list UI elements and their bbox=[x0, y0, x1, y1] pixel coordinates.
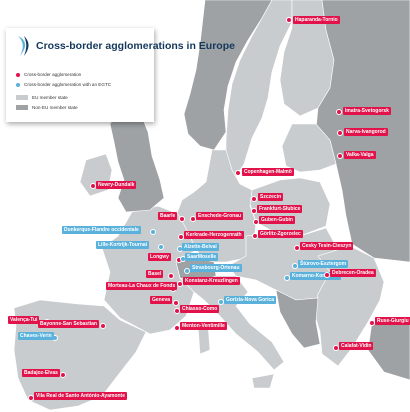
label-longwy[interactable]: Longwy bbox=[148, 253, 171, 261]
pin-badajoz bbox=[60, 372, 66, 378]
label-newry-dundalk[interactable]: Newry-Dundalk bbox=[96, 181, 137, 189]
label-strasbourg-ortenau[interactable]: Strasbourg-Ortenau bbox=[190, 264, 242, 272]
pin-haparanda bbox=[286, 17, 292, 23]
pin-vila-real bbox=[28, 395, 34, 401]
label-guben-gubin[interactable]: Guben-Gubin bbox=[259, 216, 295, 224]
label-baarle[interactable]: Baarle bbox=[158, 212, 178, 220]
red-dot-icon bbox=[16, 72, 20, 77]
label-bayonne-san-sebastian[interactable]: Bayonne-San Sebastian bbox=[38, 320, 99, 328]
pin-newry bbox=[90, 183, 96, 189]
pin-calafat bbox=[333, 345, 339, 351]
label-enschede-gronau[interactable]: Enschede-Gronau bbox=[196, 212, 244, 220]
label-badajoz-elvas[interactable]: Badajoz-Elvas bbox=[22, 369, 60, 377]
label-copenhagen-malmo[interactable]: Copenhagen-Malmö bbox=[242, 168, 294, 176]
pin-ruse bbox=[369, 320, 375, 326]
legend-item-non-eu: Non-EU member state bbox=[16, 105, 78, 111]
label-chiasso-como[interactable]: Chiasso-Como bbox=[180, 305, 220, 313]
land-sicily bbox=[251, 373, 275, 389]
label-calafat-vidin[interactable]: Calafat-Vidin bbox=[339, 342, 374, 350]
pin-imatra bbox=[336, 109, 342, 115]
legend-logo-icon bbox=[18, 36, 29, 56]
label-geneva[interactable]: Geneva bbox=[150, 296, 173, 304]
pin-komarno bbox=[284, 275, 290, 281]
label-szczecin[interactable]: Szczecin bbox=[258, 193, 284, 201]
pin-narva bbox=[337, 130, 343, 136]
pin-lille bbox=[158, 244, 164, 250]
pin-gorlitz bbox=[252, 233, 258, 239]
pin-geneva bbox=[173, 300, 179, 306]
pin-debrecen bbox=[324, 272, 330, 278]
pin-enschede bbox=[190, 216, 196, 222]
label-alzette-belval[interactable]: Alzette-Belval bbox=[182, 243, 219, 251]
label-valka-valga[interactable]: Valka-Valga bbox=[344, 151, 376, 159]
non-eu-swatch bbox=[16, 105, 28, 111]
pin-sturovo bbox=[292, 263, 298, 269]
label-gorlitz-zgorzelec[interactable]: Görlitz-Zgorzelec bbox=[258, 230, 303, 238]
legend-item-egtc: Cross-border agglomeration with an EGTC bbox=[16, 82, 111, 87]
label-cesky-tesin-cieszyn[interactable]: Cesky Tesin-Cieszyn bbox=[300, 242, 354, 250]
pin-frankfurt bbox=[251, 208, 257, 214]
label-gorizia-nova-gorica[interactable]: Gorizia-Nova Gorica bbox=[224, 296, 277, 304]
land-sweden bbox=[225, 0, 293, 177]
pin-strasbourg bbox=[184, 268, 190, 274]
pin-dunkerque bbox=[150, 229, 156, 235]
legend: Cross-border agglomerations in Europe Cr… bbox=[6, 28, 235, 122]
blue-dot-icon bbox=[16, 82, 20, 87]
label-chaves-verin[interactable]: Chaves-Verin bbox=[18, 332, 54, 340]
label-kerkrade-herzogenrath[interactable]: Kerkrade-Herzogenrath bbox=[184, 231, 244, 239]
pin-menton bbox=[174, 325, 180, 331]
map-title: Cross-border agglomerations in Europe bbox=[36, 40, 235, 52]
label-komarno-komarom[interactable]: Komarno-Komarom bbox=[290, 272, 341, 280]
label-vila-real-ayamonte[interactable]: Vila Real de Santo António-Ayamonte bbox=[34, 392, 127, 400]
pin-copenhagen bbox=[235, 170, 241, 176]
legend-item-eu: EU member state bbox=[16, 95, 68, 101]
label-valenca-tui[interactable]: Valença-Tui bbox=[8, 316, 40, 324]
pin-valka bbox=[337, 153, 343, 159]
label-ruse-giurgiu[interactable]: Ruse-Giurgiu bbox=[375, 317, 410, 325]
legend-label: EU member state bbox=[32, 95, 68, 100]
label-haparanda-tornio[interactable]: Haparanda-Tornio bbox=[293, 16, 340, 24]
label-morteau-la-chaux-de-fonds[interactable]: Morteau-La Chaux de Fonds bbox=[106, 282, 178, 290]
label-konstanz-kreuzlingen[interactable]: Konstanz-Kreuzlingen bbox=[183, 277, 240, 285]
label-frankfurt-slubice[interactable]: Frankfurt-Słubice bbox=[257, 205, 303, 213]
eu-swatch bbox=[16, 95, 28, 101]
pin-kerkrade bbox=[178, 234, 184, 240]
pin-basel bbox=[168, 273, 174, 279]
pin-bayonne bbox=[100, 323, 106, 329]
label-saarmoselle[interactable]: SaarMoselle bbox=[185, 253, 219, 261]
pin-cesky-tesin bbox=[294, 245, 300, 251]
pin-konstanz bbox=[177, 281, 183, 287]
pin-szczecin bbox=[251, 196, 257, 202]
land-balkans bbox=[275, 289, 321, 349]
land-baltics bbox=[281, 123, 337, 173]
pin-chiasso bbox=[174, 308, 180, 314]
label-dunkerque[interactable]: Dunkerque-Flandre occidentale bbox=[62, 226, 141, 234]
label-debrecen-oradea[interactable]: Debrecen-Oradea bbox=[330, 269, 376, 277]
label-menton-ventimille[interactable]: Menton-Ventimille bbox=[180, 322, 227, 330]
pin-baarle bbox=[179, 216, 185, 222]
pin-gorizia bbox=[218, 299, 224, 305]
legend-label: Cross-border agglomeration with an EGTC bbox=[24, 82, 112, 87]
legend-item-agglomeration: Cross-border agglomeration bbox=[16, 72, 81, 77]
label-sturovo-esztergom[interactable]: Štúrovo-Esztergom bbox=[298, 260, 349, 268]
legend-label: Non-EU member state bbox=[32, 105, 78, 110]
legend-label: Cross-border agglomeration bbox=[24, 72, 82, 77]
label-imatra-svetogorsk[interactable]: Imatra-Svetogorsk bbox=[343, 107, 391, 115]
pin-guben bbox=[253, 219, 259, 225]
label-narva-ivangorod[interactable]: Narva-Ivangorod bbox=[344, 128, 388, 136]
label-lille-kortrijk-tournai[interactable]: Lille-Kortrijk-Tournai bbox=[96, 241, 150, 249]
land-norway bbox=[183, 0, 273, 151]
label-basel[interactable]: Basel bbox=[146, 270, 164, 278]
